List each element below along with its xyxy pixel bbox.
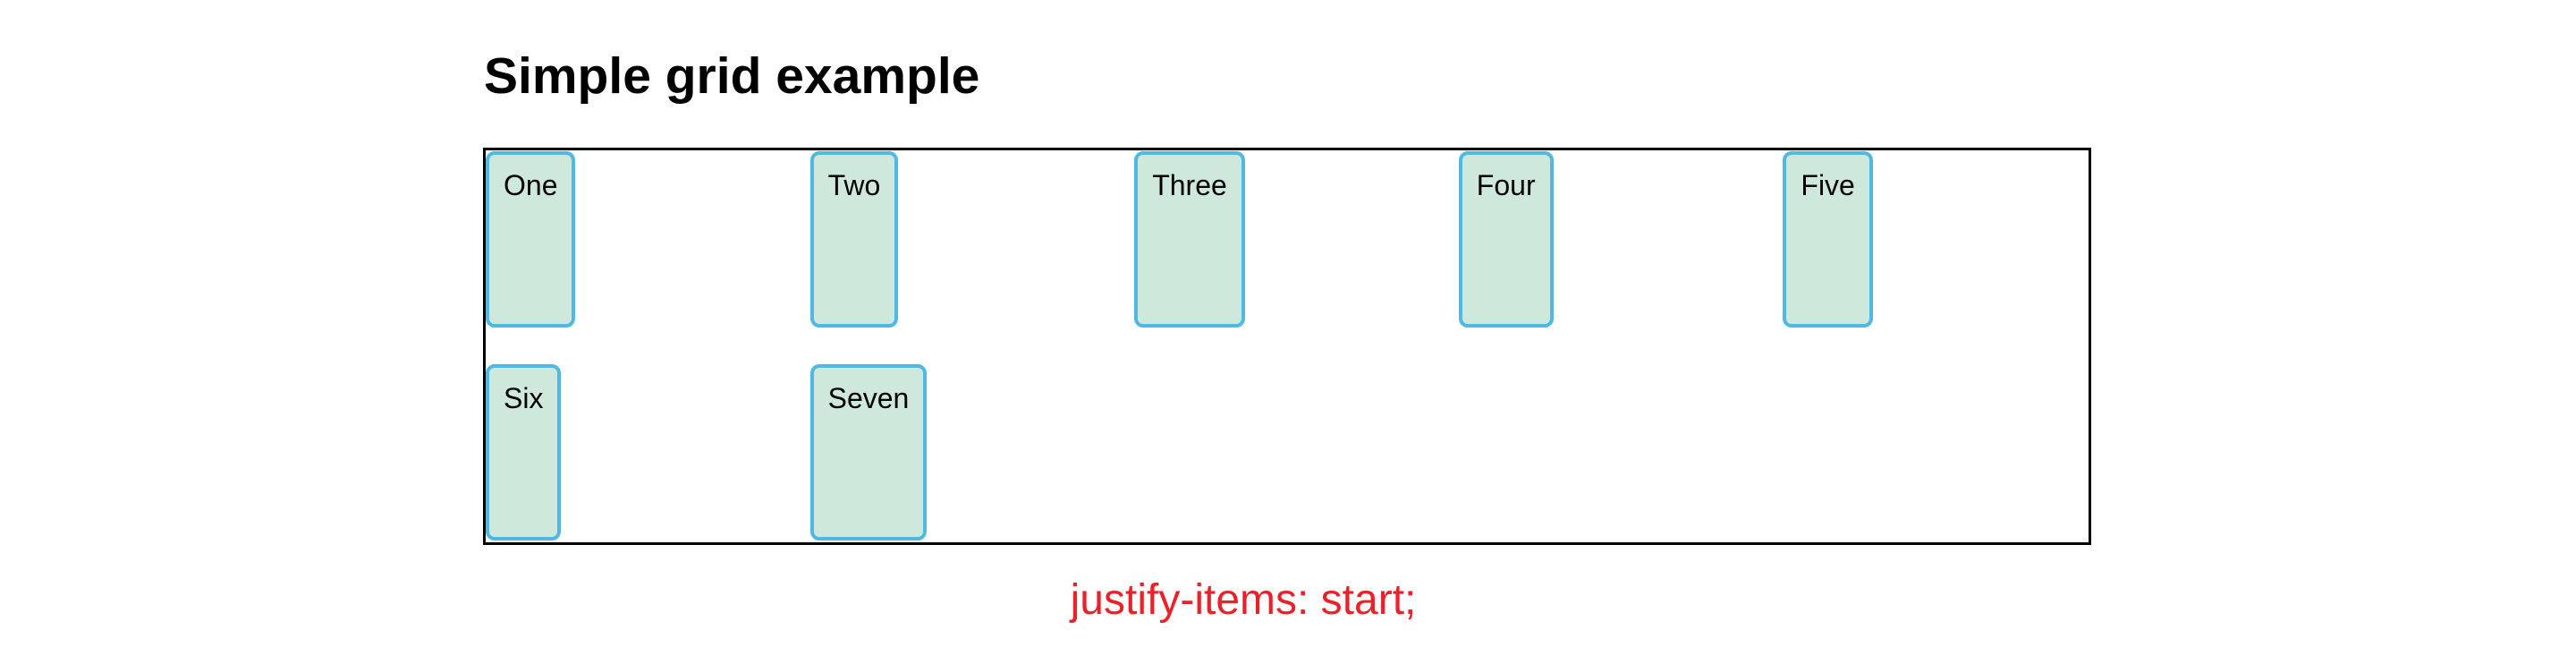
grid-item-three: Three <box>1134 151 1245 328</box>
grid-item-five: Five <box>1783 151 1873 328</box>
grid-item-one: One <box>486 151 576 328</box>
caption-justify-items: justify-items: start; <box>1070 576 1417 624</box>
grid-item-seven: Seven <box>809 364 928 541</box>
grid-container: One Two Three Four Five Six Seven <box>483 148 2091 545</box>
grid-item-six: Six <box>486 364 562 541</box>
grid-item-four: Four <box>1458 151 1554 328</box>
page-title: Simple grid example <box>484 47 980 105</box>
grid-item-two: Two <box>809 151 899 328</box>
